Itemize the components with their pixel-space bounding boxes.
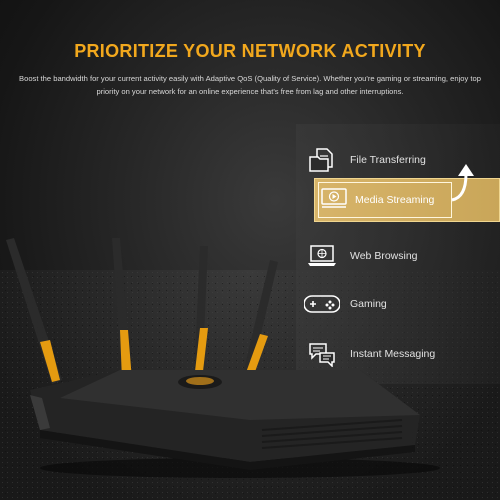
priority-up-arrow-icon	[448, 160, 478, 209]
router-antennas	[6, 238, 278, 384]
activity-instant-messaging: Instant Messaging	[300, 334, 480, 374]
activity-label: Gaming	[350, 298, 387, 310]
page-subtitle: Boost the bandwidth for your current act…	[19, 74, 481, 96]
web-browsing-icon	[300, 240, 344, 272]
activity-label: Web Browsing	[350, 250, 418, 262]
activity-gaming: Gaming	[300, 284, 480, 324]
router-illustration	[6, 238, 440, 478]
media-streaming-icon	[319, 186, 349, 215]
activity-label: Media Streaming	[355, 194, 435, 206]
activity-web-browsing: Web Browsing	[300, 236, 480, 276]
gamepad-icon	[300, 288, 344, 320]
page-title: PRIORITIZE YOUR NETWORK ACTIVITY	[74, 41, 426, 61]
file-transfer-icon	[300, 144, 344, 176]
activity-label: File Transferring	[350, 154, 426, 166]
activity-media-streaming: Media Streaming	[318, 182, 452, 218]
activity-label: Instant Messaging	[350, 348, 436, 360]
activity-file-transferring: File Transferring	[300, 140, 480, 180]
chat-icon	[300, 338, 344, 370]
